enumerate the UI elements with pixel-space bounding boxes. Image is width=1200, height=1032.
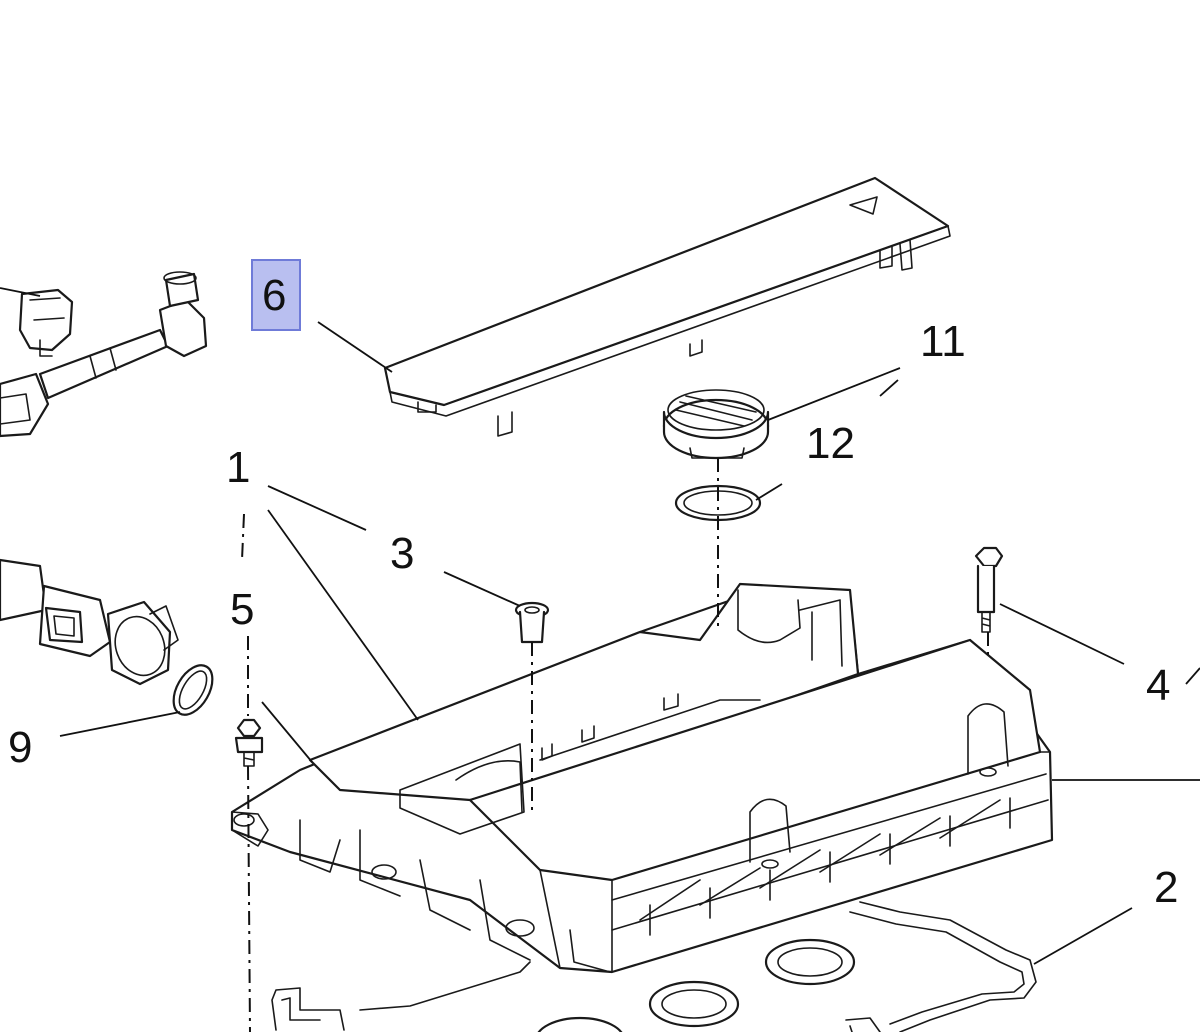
callout-6[interactable]: 6 bbox=[262, 271, 286, 320]
leader-2 bbox=[1033, 907, 1133, 965]
seal-ring-part[interactable] bbox=[674, 484, 762, 522]
axis-left-top bbox=[241, 513, 245, 561]
callout-9[interactable]: 9 bbox=[8, 723, 32, 772]
sensor-connector-assembly bbox=[0, 558, 179, 686]
gasket-part[interactable] bbox=[271, 901, 1037, 1032]
grommet-part[interactable] bbox=[514, 601, 550, 644]
cylinder-head-cover-part[interactable] bbox=[230, 582, 1054, 974]
oil-filler-cap-part[interactable] bbox=[662, 389, 770, 460]
bolt-left-part[interactable] bbox=[234, 718, 264, 767]
leader-11b bbox=[879, 379, 899, 397]
leader-left-top bbox=[0, 287, 41, 297]
leader-1-b bbox=[267, 509, 419, 721]
vent-hose-assembly bbox=[0, 271, 208, 438]
callout-2[interactable]: 2 bbox=[1154, 863, 1178, 912]
leader-4 bbox=[999, 603, 1125, 665]
leader-1-c bbox=[261, 701, 313, 763]
leader-3 bbox=[443, 571, 521, 607]
callout-5[interactable]: 5 bbox=[230, 585, 254, 634]
bolt-right-part[interactable] bbox=[974, 546, 1004, 633]
leader-11 bbox=[767, 367, 901, 421]
callout-11[interactable]: 11 bbox=[920, 317, 966, 366]
highlight-box bbox=[251, 259, 301, 331]
callout-labels: 6 11 12 1 3 5 4 9 2 bbox=[8, 259, 1178, 912]
leader-12 bbox=[755, 483, 783, 501]
engine-cover-part[interactable] bbox=[383, 176, 951, 437]
leader-1-a bbox=[267, 485, 367, 531]
leader-4b bbox=[1185, 667, 1200, 685]
o-ring-part[interactable] bbox=[166, 659, 221, 722]
callout-12[interactable]: 12 bbox=[806, 419, 855, 468]
callout-1[interactable]: 1 bbox=[226, 443, 250, 492]
callout-4[interactable]: 4 bbox=[1146, 661, 1170, 710]
leader-9 bbox=[59, 711, 181, 737]
leader-lines bbox=[0, 287, 1200, 1032]
leader-6 bbox=[317, 321, 393, 373]
callout-3[interactable]: 3 bbox=[390, 529, 414, 578]
